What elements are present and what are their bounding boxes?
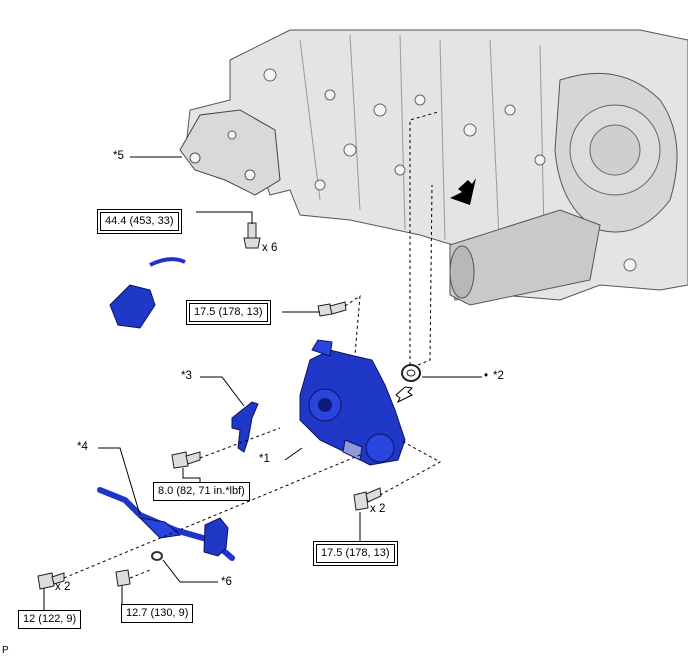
sensor-connector	[109, 257, 186, 329]
assembly-guide-lines	[63, 111, 442, 579]
quantity-pump-bolts: x 2	[370, 503, 386, 515]
bolt-icon	[353, 487, 382, 511]
callout-2: *2	[493, 370, 504, 382]
o-ring-2	[395, 364, 421, 404]
torque-value: 44.4 (453, 33)	[100, 212, 179, 231]
callout-6: *6	[221, 576, 232, 588]
callout-3: *3	[181, 370, 192, 382]
quantity-hose-bolts: x 2	[55, 581, 71, 593]
callout-5: *5	[113, 150, 124, 162]
bolt-icon	[37, 572, 65, 590]
marker-dot: •	[484, 370, 489, 382]
callout-4: *4	[77, 441, 88, 453]
torque-spec-bracket-bolt: 44.4 (453, 33)	[97, 209, 182, 234]
hose-4	[97, 487, 235, 561]
bolt-icon	[317, 301, 347, 317]
torque-spec-pump-bolt-lower: 17.5 (178, 13)	[313, 541, 398, 566]
gasket-washer-6	[151, 551, 163, 561]
engine-assembly-illustration	[179, 29, 688, 306]
water-pump-assembly	[299, 339, 406, 466]
leader-lines	[43, 156, 482, 610]
bolt-icon	[171, 451, 201, 469]
callout-1: *1	[259, 453, 270, 465]
torque-spec-bracket3-bolt: 8.0 (82, 71 in.*lbf)	[153, 482, 250, 501]
torque-spec-pump-bolt-upper: 17.5 (178, 13)	[186, 300, 271, 325]
bolt-icon	[115, 569, 131, 587]
quantity-bracket-bolts: x 6	[262, 242, 278, 254]
corner-label: P	[2, 645, 9, 656]
torque-spec-hose-bolt: 12 (122, 9)	[18, 610, 82, 629]
torque-value: 17.5 (178, 13)	[189, 303, 268, 322]
bracket-3	[231, 401, 259, 453]
bolt-icon	[243, 222, 261, 249]
torque-spec-union-bolt: 12.7 (130, 9)	[121, 604, 194, 623]
torque-value: 17.5 (178, 13)	[316, 544, 395, 563]
